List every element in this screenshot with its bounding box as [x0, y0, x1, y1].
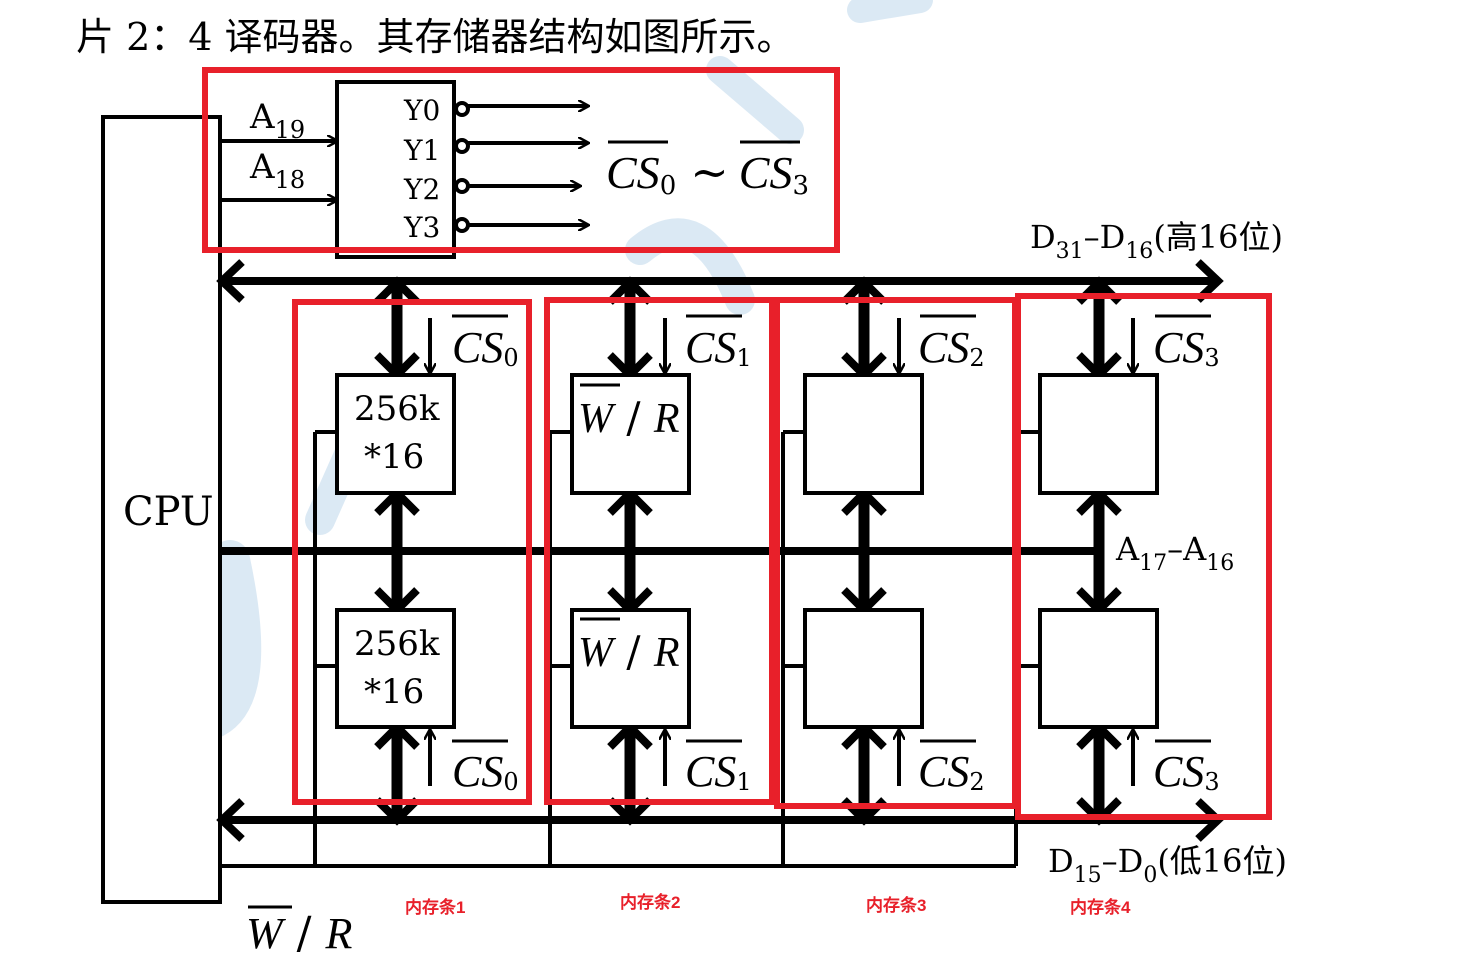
strip-2-highlight	[544, 297, 775, 805]
cs-label-1-top: CS0	[452, 323, 519, 372]
decoder-highlight	[202, 67, 840, 253]
high-data-bus: D31–D16(高16位)	[216, 218, 1283, 303]
chip-1-high-width: *16	[364, 437, 424, 477]
memory-columns: 256k *16 256k *16 CS0 CS0 W / R W / R	[335, 276, 1220, 826]
chip-1-high	[335, 373, 456, 495]
chip-1-low-width: *16	[364, 672, 424, 712]
cs-label-2-bottom: CS1	[685, 747, 752, 796]
cpu-block: CPU	[101, 115, 222, 904]
cs-label-4-bottom: CS3	[1153, 747, 1220, 796]
chip-3-low	[803, 608, 924, 729]
chip-1-low	[335, 608, 456, 729]
chip-4-low	[1038, 608, 1159, 729]
memory-strip-1-label: 内存条1	[405, 897, 465, 917]
cs-range-label: CS0~CS3	[606, 145, 809, 201]
cs-label-1-bottom: CS0	[452, 747, 519, 796]
memory-column-3: CS2 CS2	[803, 276, 985, 826]
chip-2-low-wr: W / R	[578, 627, 680, 676]
memory-strip-3-label: 内存条3	[866, 895, 926, 915]
memory-column-4: CS3 CS3	[1038, 276, 1220, 826]
memory-column-2: W / R W / R CS1 CS1	[570, 276, 752, 826]
cs-label-3-bottom: CS2	[918, 747, 985, 796]
chip-2-high	[570, 373, 691, 495]
decoder-input-a18: A18	[249, 147, 305, 194]
decoder-output-y0: Y0	[403, 94, 440, 127]
cs-label-2-top: CS1	[685, 323, 752, 372]
decoder-output-y1: Y1	[403, 134, 440, 167]
memory-strip-4-label: 内存条4	[1070, 897, 1131, 917]
decoder-block: A19 A18 Y0 Y1 Y2 Y3 CS0~CS3	[220, 80, 809, 259]
cs-label-4-top: CS3	[1153, 323, 1220, 372]
high-bus-label: D31–D16(高16位)	[1030, 218, 1283, 264]
strip-4-highlight	[1015, 293, 1272, 820]
decoder-output-y3: Y3	[403, 211, 440, 244]
chip-1-high-size: 256k	[354, 389, 440, 429]
wr-label: W / R	[246, 908, 352, 959]
address-bus-label: A17–A16	[1115, 530, 1234, 576]
chip-2-high-wr: W / R	[578, 393, 680, 442]
cpu-label: CPU	[123, 489, 214, 535]
memory-column-1: 256k *16 256k *16 CS0 CS0	[335, 276, 519, 826]
decoder-output-y2: Y2	[403, 173, 440, 206]
chip-1-low-size: 256k	[354, 624, 440, 664]
highlight-frames	[202, 67, 1272, 820]
memory-strip-2-label: 内存条2	[620, 892, 680, 912]
cs-label-3-top: CS2	[918, 323, 985, 372]
low-bus-label: D15–D0(低16位)	[1048, 842, 1287, 888]
chip-4-high	[1038, 373, 1159, 495]
address-bus: A17–A16	[218, 530, 1234, 576]
chip-2-low	[570, 608, 691, 729]
strip-1-highlight	[292, 299, 532, 805]
chip-3-high	[803, 373, 924, 495]
decoder-input-a19: A19	[249, 97, 305, 144]
header-text: 片 2：4 译码器。其存储器结构如图所示。	[76, 15, 795, 59]
